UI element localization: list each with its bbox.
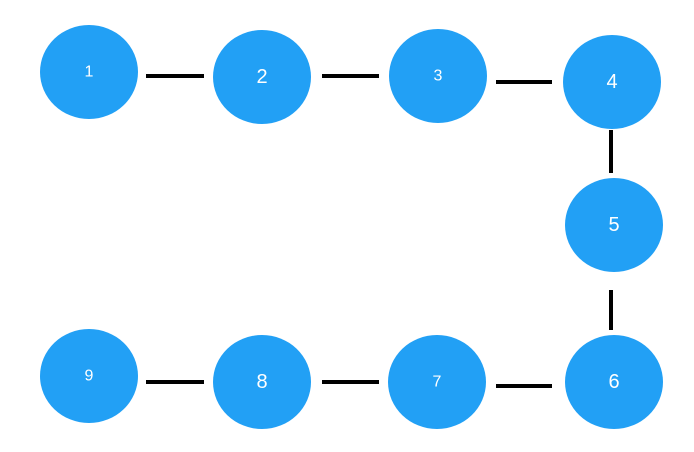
node-3: 3 [389, 29, 487, 123]
node-6-label: 6 [608, 371, 619, 393]
node-9-label: 9 [85, 368, 94, 385]
node-1: 1 [40, 25, 138, 119]
node-2-label: 2 [256, 66, 267, 88]
node-6: 6 [565, 335, 663, 429]
node-2: 2 [213, 30, 311, 124]
node-6-circle [565, 335, 663, 429]
node-3-label: 3 [434, 68, 443, 85]
node-5-label: 5 [608, 214, 619, 236]
node-9: 9 [40, 329, 138, 423]
node-4-circle [563, 35, 661, 129]
node-8-label: 8 [256, 371, 267, 393]
edges-layer [146, 74, 613, 388]
node-8-circle [213, 335, 311, 429]
node-8: 8 [213, 335, 311, 429]
node-3-circle [389, 29, 487, 123]
node-4-label: 4 [606, 71, 617, 93]
nodes-layer: 1 2 3 4 5 6 7 8 [40, 25, 663, 429]
node-9-circle [40, 329, 138, 423]
node-5-circle [565, 178, 663, 272]
node-1-circle [40, 25, 138, 119]
node-2-circle [213, 30, 311, 124]
node-7-label: 7 [433, 374, 442, 391]
node-1-label: 1 [85, 64, 94, 81]
node-5: 5 [565, 178, 663, 272]
node-7: 7 [388, 335, 486, 429]
node-4: 4 [563, 35, 661, 129]
node-7-circle [388, 335, 486, 429]
